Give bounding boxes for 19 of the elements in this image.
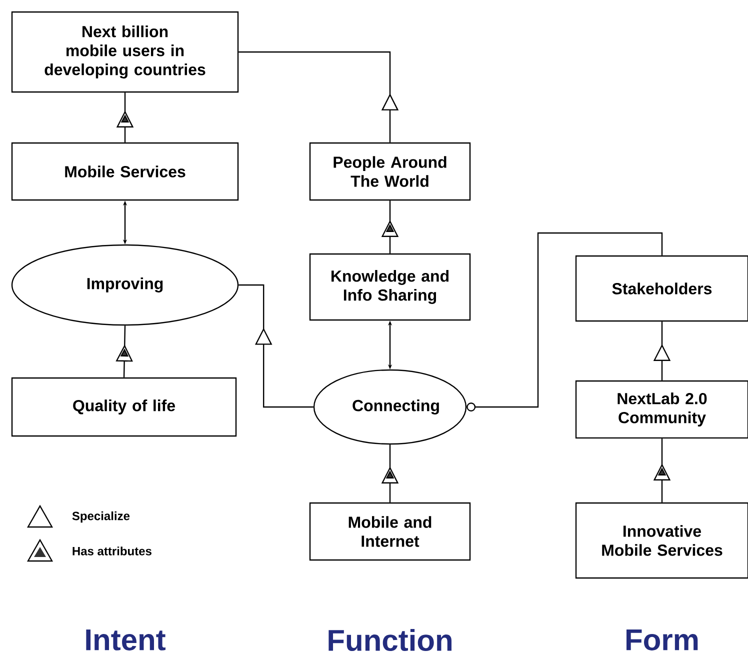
text-box: Mobile Services [11, 142, 239, 201]
text-box: Innovative Mobile Services [575, 502, 748, 579]
text-box: People Around The World [309, 142, 471, 201]
legend-text: Has attributes [72, 546, 152, 556]
text-box: Quality of life [11, 377, 237, 437]
connector [466, 232, 663, 412]
ellipse-node: Improving [11, 244, 239, 326]
column-heading: Form [626, 630, 698, 650]
text-box: Knowledge and Info Sharing [309, 253, 471, 321]
text-box: Mobile and Internet [309, 502, 471, 561]
column-heading: Intent [86, 630, 166, 650]
connector [238, 284, 314, 408]
text-box: NextLab 2.0 Community [575, 380, 748, 439]
text-box: Stakeholders [575, 255, 748, 322]
ellipse-node: Connecting [313, 369, 467, 445]
connector [116, 326, 133, 378]
legend-text: Specialize [72, 511, 130, 523]
text-box: Next billion mobile users in developing countries [11, 11, 239, 93]
column-heading: Function [328, 628, 452, 652]
